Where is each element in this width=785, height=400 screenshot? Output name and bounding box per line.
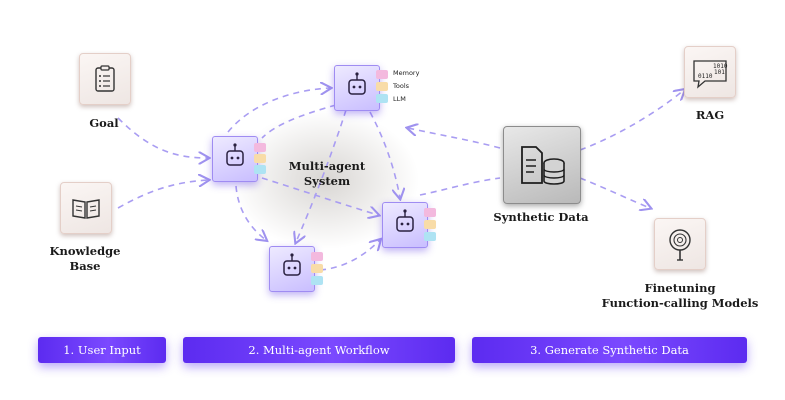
rag-binary-3: 0110 — [698, 73, 713, 80]
goal-label: Goal — [89, 116, 119, 130]
robot-icon — [283, 253, 301, 276]
tools-label: Tools — [393, 82, 410, 90]
robot-icon — [226, 143, 244, 166]
memory-tag-left — [254, 143, 266, 152]
finetuning-card — [654, 218, 706, 270]
tools-tag-right — [424, 220, 436, 229]
arrow-data-to-rag — [579, 90, 684, 151]
stage-generate-synthetic-data-label: 3. Generate Synthetic Data — [530, 343, 689, 357]
arrow-agent1-to-right — [261, 177, 378, 215]
rag-binary-1: 1010 — [713, 63, 728, 70]
memory-label: Memory — [393, 69, 420, 77]
memory-tag-right — [424, 208, 436, 217]
arrow-agent1-to-bottom — [235, 185, 266, 240]
arrow-top-to-right — [369, 111, 400, 198]
stage-user-input: 1. User Input — [38, 337, 166, 363]
book-icon — [72, 199, 100, 219]
finetuning-label: Finetuning Function-calling Models — [600, 281, 760, 311]
stage-generate-synthetic-data: 3. Generate Synthetic Data — [472, 337, 747, 363]
llm-tag-right — [424, 232, 436, 241]
robot-icon — [348, 72, 366, 95]
finetuning-label-line1: Finetuning — [644, 281, 716, 295]
arrow-data-to-top — [408, 128, 501, 149]
memory-tag-top — [376, 70, 388, 79]
rag-label: RAG — [695, 108, 725, 122]
stage-user-input-label: 1. User Input — [63, 343, 141, 357]
llm-label: LLM — [393, 95, 406, 103]
agent-node-right — [382, 202, 428, 248]
robot-icon — [396, 209, 414, 232]
synthetic-data-card — [503, 126, 581, 204]
agent-node-bottom — [269, 246, 315, 292]
brain-tool-icon — [669, 229, 691, 261]
llm-tag-top — [376, 94, 388, 103]
agent-node-top — [334, 65, 380, 111]
memory-tag-bottom — [311, 252, 323, 261]
rag-card: 1010 101 0110 — [684, 46, 736, 98]
arrow-knowledge-to-agent — [117, 180, 208, 209]
finetuning-label-line2: Function-calling Models — [601, 296, 759, 310]
goal-card — [79, 53, 131, 105]
tools-tag-left — [254, 154, 266, 163]
knowledge-label-line2: Base — [69, 259, 101, 273]
agent-node-left — [212, 136, 258, 182]
llm-tag-bottom — [311, 276, 323, 285]
arrow-top-to-agent1 — [261, 104, 337, 139]
knowledge-base-card — [60, 182, 112, 234]
synthetic-data-label: Synthetic Data — [493, 210, 589, 224]
tools-tag-bottom — [311, 264, 323, 273]
system-label-line1: Multi-agent — [288, 159, 366, 173]
arrow-top-to-bottom — [296, 109, 347, 242]
stage-multi-agent-workflow-label: 2. Multi-agent Workflow — [248, 343, 390, 357]
knowledge-label-line1: Knowledge — [49, 244, 121, 258]
chat-binary-icon: 1010 101 0110 — [693, 60, 728, 89]
arrow-agent-to-data — [419, 177, 501, 196]
clipboard-icon — [95, 65, 115, 92]
arrow-goal-to-agent — [117, 117, 208, 158]
arrow-data-to-finetune — [579, 177, 650, 208]
document-database-icon — [521, 146, 565, 185]
stage-multi-agent-workflow: 2. Multi-agent Workflow — [183, 337, 455, 363]
tools-tag-top — [376, 82, 388, 91]
knowledge-base-label: Knowledge Base — [40, 244, 130, 274]
arrow-bottom-to-right — [319, 240, 380, 271]
system-label-line2: System — [303, 174, 351, 188]
llm-tag-left — [254, 165, 266, 174]
arrow-agent1-to-top — [227, 88, 330, 133]
system-label: Multi-agent System — [282, 159, 372, 189]
rag-binary-2: 101 — [714, 69, 725, 76]
